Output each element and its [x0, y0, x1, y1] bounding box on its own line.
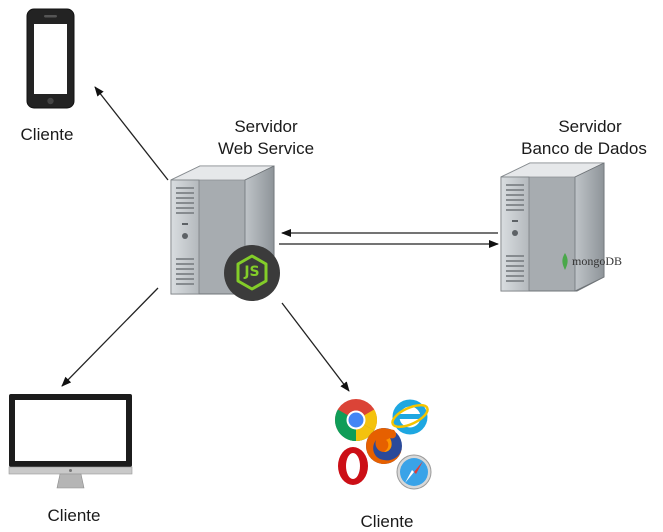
mongodb-logo-text: mongoDB: [572, 254, 623, 268]
smartphone-icon: [26, 8, 75, 109]
phone-client-node: [26, 8, 76, 110]
arrow-to-monitor-client: [61, 287, 159, 387]
db-server-subtitle: Banco de Dados: [521, 139, 647, 158]
arrow-to-phone-client: [94, 86, 169, 181]
browsers-client-label: Cliente: [360, 512, 414, 531]
monitor-client-node: [8, 393, 134, 493]
monitor-client-label: Cliente: [47, 506, 101, 525]
web-server-title: Servidor: [234, 117, 298, 136]
server-icon: [500, 162, 605, 292]
mongodb-logo: mongoDB: [560, 253, 658, 273]
mongodb-icon: [562, 253, 568, 270]
firefox-icon: [366, 428, 402, 464]
nodejs-icon: [224, 245, 280, 301]
monitor-icon: [8, 394, 133, 489]
server-icon: [170, 165, 275, 295]
nodejs-badge: JS: [223, 244, 281, 302]
browsers-client-node: [334, 396, 434, 492]
arrow-to-browser-client: [281, 302, 350, 392]
ie-icon: [391, 399, 429, 435]
web-server-subtitle: Web Service: [217, 139, 315, 158]
db-server-title: Servidor: [558, 117, 622, 136]
chrome-icon: [334, 399, 378, 442]
safari-icon: [396, 454, 432, 490]
opera-icon: [338, 447, 368, 485]
web-server-node: [170, 163, 282, 303]
nodejs-badge-text: JS: [244, 264, 260, 280]
phone-client-label: Cliente: [20, 125, 74, 144]
db-server-node: [500, 160, 612, 302]
